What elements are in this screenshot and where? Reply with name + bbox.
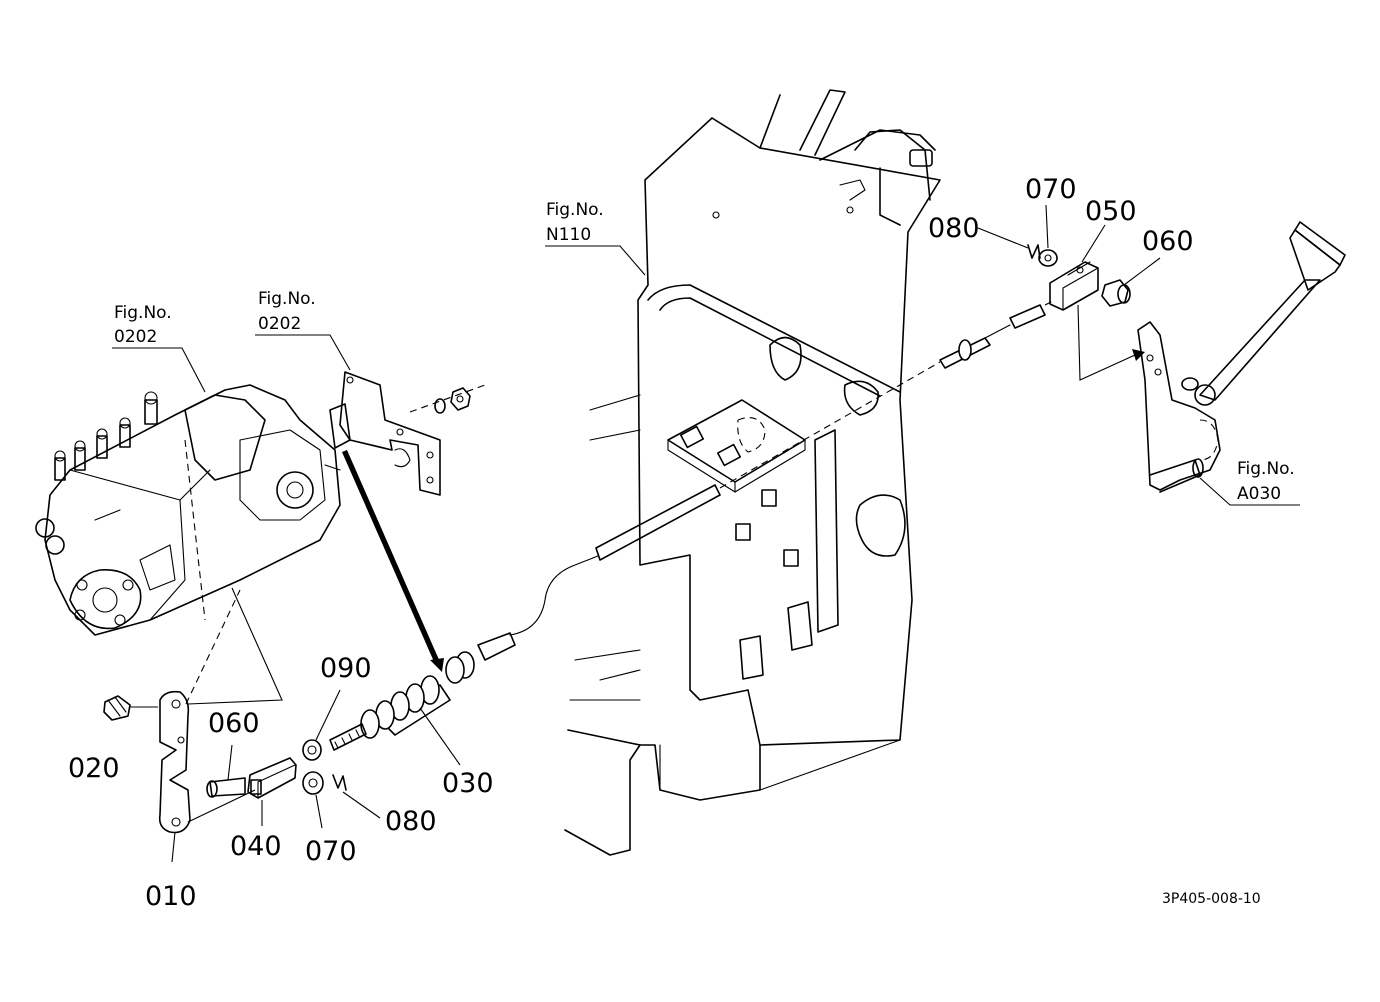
fig-ref-frame: Fig.No. N110 xyxy=(546,200,604,245)
callout-080-right: 080 xyxy=(928,213,980,244)
callout-060-right: 060 xyxy=(1142,226,1194,257)
callout-080-left: 080 xyxy=(385,806,437,837)
injection-pump xyxy=(35,384,341,636)
fig-ref-bracket-line1: Fig.No. xyxy=(258,289,316,309)
fig-ref-pump-line1: Fig.No. xyxy=(114,303,172,323)
fig-ref-frame-line2: N110 xyxy=(546,225,591,245)
fig-ref-pedal-line2: A030 xyxy=(1237,484,1281,504)
part-callouts: 010 020 030 040 050 060 060 070 070 080 … xyxy=(68,174,1194,912)
callout-030: 030 xyxy=(442,768,494,799)
clevis-left xyxy=(206,739,347,799)
pedal-routing-arrow xyxy=(1077,304,1145,381)
throttle-cable xyxy=(329,299,1056,751)
fig-ref-frame-line1: Fig.No. xyxy=(546,200,604,220)
fig-ref-pump-line2: 0202 xyxy=(114,327,157,347)
fig-ref-pedal-line1: Fig.No. xyxy=(1237,459,1295,479)
clevis-right xyxy=(1027,244,1131,311)
accelerator-pedal xyxy=(1137,221,1346,493)
cable-bracket xyxy=(329,371,486,496)
callout-020: 020 xyxy=(68,753,120,784)
callout-090: 090 xyxy=(320,653,372,684)
callout-040: 040 xyxy=(230,831,282,862)
frame-panel xyxy=(564,89,941,856)
fig-ref-pedal: Fig.No. A030 xyxy=(1237,459,1295,504)
fig-ref-pump: Fig.No. 0202 xyxy=(114,303,172,347)
drawing-number: 3P405-008-10 xyxy=(1162,891,1261,907)
stop-bolt xyxy=(103,695,131,721)
callout-070-left: 070 xyxy=(305,836,357,867)
fig-ref-bracket: Fig.No. 0202 xyxy=(258,289,316,334)
leader-lines xyxy=(112,204,1300,863)
governor-lever xyxy=(158,690,191,834)
callout-050: 050 xyxy=(1085,196,1137,227)
callout-070-right: 070 xyxy=(1025,174,1077,205)
fig-ref-bracket-line2: 0202 xyxy=(258,314,301,334)
assembly-arrow xyxy=(342,450,444,672)
callout-010: 010 xyxy=(145,881,197,912)
callout-060-left: 060 xyxy=(208,708,260,739)
